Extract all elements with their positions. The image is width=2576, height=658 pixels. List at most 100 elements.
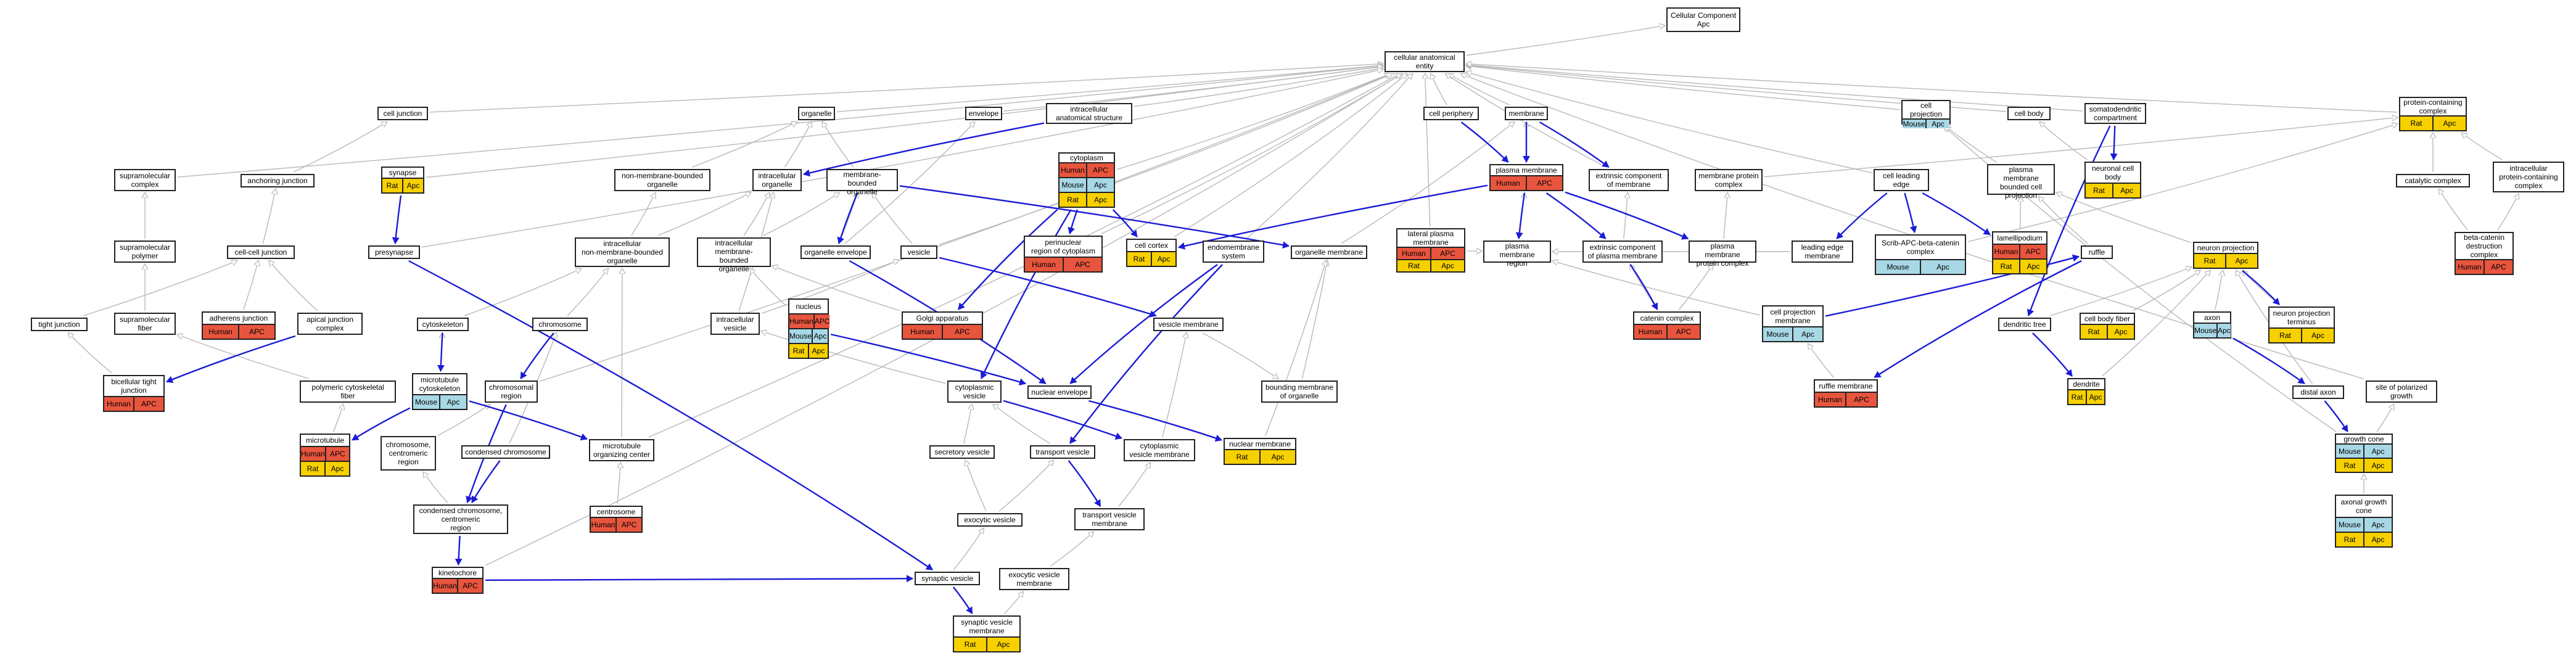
go-term-dendritic-tree[interactable]: dendritic tree	[1998, 318, 2051, 331]
go-term-exocytic-vesicle[interactable]: exocytic vesicle	[957, 513, 1023, 527]
go-term-root[interactable]: Cellular Component Apc	[1666, 7, 1740, 32]
go-term-apical-junction[interactable]: apical junction complex	[297, 313, 363, 335]
go-term-catalytic-complex[interactable]: catalytic complex	[2396, 174, 2470, 187]
go-term-cytoplasmic-vesicle[interactable]: cytoplasmic vesicle	[947, 380, 1002, 403]
go-term-cell-leading-edge[interactable]: cell leading edge	[1874, 169, 1929, 191]
go-term-ccc-region[interactable]: condensed chromosome, centromeric region	[413, 504, 508, 534]
go-term-condensed-chromosome[interactable]: condensed chromosome	[461, 445, 550, 459]
go-term-cell-cell-junction[interactable]: cell-cell junction	[227, 245, 295, 259]
go-term-tvm[interactable]: transport vesicle membrane	[1074, 508, 1145, 530]
go-term-supramolecular-fiber[interactable]: supramolecular fiber	[114, 313, 176, 335]
go-term-label: membrane-bounded organelle	[843, 170, 881, 196]
go-term-intracellular-nmbo[interactable]: intracellular non-membrane-bounded organ…	[575, 237, 670, 267]
go-term-pm-protein-complex[interactable]: plasma membrane protein complex	[1689, 241, 1756, 268]
go-term-synaptic-vesicle[interactable]: synaptic vesicle	[915, 572, 980, 585]
go-term-bounding-membrane[interactable]: bounding membrane of organelle	[1261, 380, 1338, 403]
go-term-nmbo[interactable]: non-membrane-bounded organelle	[614, 169, 710, 191]
go-term-tight-junction[interactable]: tight junction	[31, 318, 88, 331]
go-term-extrinsic-pm[interactable]: extrinsic component of plasma membrane	[1582, 241, 1663, 263]
go-term-intracellular-pcc[interactable]: intracellular protein-containing complex	[2493, 162, 2564, 192]
go-term-vesicle-membrane[interactable]: vesicle membrane	[1153, 318, 1224, 331]
go-term-presynapse[interactable]: presynapse	[368, 245, 420, 259]
go-term-somatodendritic[interactable]: somatodendritic compartment	[2084, 103, 2146, 124]
go-term-nuclear-envelope[interactable]: nuclear envelope	[1027, 385, 1092, 399]
go-term-cytoskeleton[interactable]: cytoskeleton	[417, 318, 469, 331]
go-term-secretory-vesicle[interactable]: secretory vesicle	[929, 445, 995, 459]
go-term-organelle[interactable]: organelle	[798, 107, 835, 120]
go-term-distal-axon[interactable]: distal axon	[2292, 385, 2344, 399]
go-term-membrane-protein-complex[interactable]: membrane protein complex	[1695, 169, 1763, 191]
go-term-supramolecular-complex[interactable]: supramolecular complex	[114, 169, 176, 191]
go-term-site-polarized[interactable]: site of polarized growth	[2366, 380, 2437, 403]
go-term-mtoc[interactable]: microtubule organizing center	[589, 439, 654, 461]
go-term-organelle-envelope[interactable]: organelle envelope	[800, 245, 871, 259]
go-term-ias[interactable]: intracellular anatomical structure	[1046, 103, 1132, 124]
go-term-evm[interactable]: exocytic vesicle membrane	[999, 568, 1069, 590]
go-term-pm-region[interactable]: plasma membrane region	[1483, 241, 1551, 268]
go-term-polymeric-cf[interactable]: polymeric cytoskeletal fiber	[300, 380, 396, 403]
go-term-ruffle[interactable]: ruffle	[2081, 245, 2113, 259]
go-term-anchoring-junction[interactable]: anchoring junction	[241, 174, 315, 187]
go-term-organelle-membrane[interactable]: organelle membrane	[1291, 245, 1367, 259]
go-term-cell-body[interactable]: cell body	[2007, 107, 2051, 120]
go-term-extrinsic-membrane[interactable]: extrinsic component of membrane	[1589, 169, 1669, 191]
go-term-chromosome[interactable]: chromosome	[532, 318, 588, 331]
go-term-intracellular-mbo[interactable]: intracellular membrane-bounded organelle	[697, 237, 771, 273]
go-term-endomembrane[interactable]: endomembrane system	[1203, 241, 1264, 263]
go-term-intracellular-vesicle[interactable]: intracellular vesicle	[710, 313, 760, 335]
go-term-envelope[interactable]: envelope	[965, 107, 1002, 120]
go-term-supramolecular-polymer[interactable]: supramolecular polymer	[114, 241, 176, 263]
is-a-edge	[424, 472, 448, 503]
go-term-intracellular-organelle[interactable]: intracellular organelle	[752, 169, 802, 191]
is-a-edge	[1678, 265, 1713, 310]
go-term-cell-junction[interactable]: cell junction	[377, 107, 428, 120]
go-term-centromeric-region[interactable]: chromosome, centromeric region	[381, 436, 436, 471]
go-term-leading-edge-membrane[interactable]: leading edge membrane	[1792, 241, 1853, 263]
go-term-membrane[interactable]: membrane	[1505, 107, 1548, 120]
go-term-cytoplasmic-vm[interactable]: cytoplasmic vesicle membrane	[1124, 439, 1195, 461]
go-term-pm-bounded-projection[interactable]: plasma membrane bounded cell projection	[1987, 164, 2055, 200]
go-term-cell-periphery[interactable]: cell periphery	[1423, 107, 1479, 120]
part-of-edge	[1565, 191, 1689, 240]
go-term-chromosomal-region[interactable]: chromosomal region	[485, 380, 538, 403]
go-term-label: cell body fiber	[2084, 315, 2131, 323]
go-term-cae[interactable]: cellular anatomical entity	[1385, 51, 1465, 72]
go-term-membrane-bounded-organelle[interactable]: membrane-bounded organelle	[826, 169, 898, 196]
go-term-transport-vesicle[interactable]: transport vesicle	[1030, 445, 1095, 459]
go-term-vesicle[interactable]: vesicle	[900, 245, 937, 259]
